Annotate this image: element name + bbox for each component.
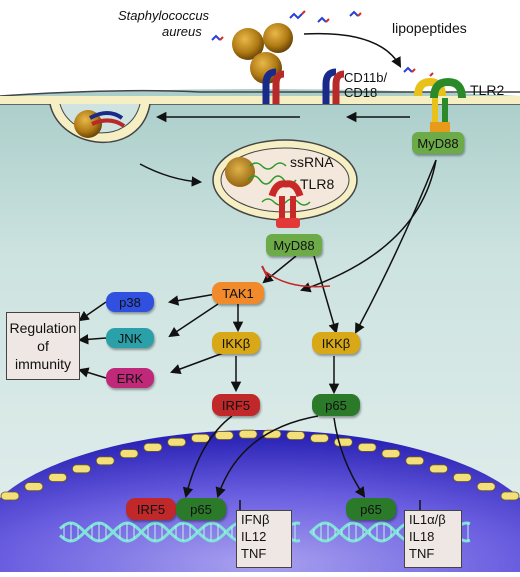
myd88-membrane-node: MyD88 [412, 132, 464, 154]
gene-tnf-right: TNF [409, 546, 435, 561]
nuclear-pore [310, 433, 329, 443]
lipopeptides-label: lipopeptides [392, 20, 467, 36]
tlr2-receptor [414, 77, 466, 132]
nuclear-pore [262, 429, 282, 439]
nuclear-pore [214, 431, 234, 440]
bacterium-icon [232, 23, 293, 84]
jnk-node: JNK [106, 328, 154, 348]
nuclear-pore [357, 442, 377, 452]
gene-il1ab: IL1α/β [409, 512, 446, 527]
nuclear-pore [0, 491, 20, 501]
nuclear-pore [286, 431, 306, 440]
irf5-node: IRF5 [212, 394, 260, 416]
tak1-node: TAK1 [212, 282, 264, 304]
tlr8-receptor [268, 180, 304, 228]
cd11b-cd18-receptor-2 [322, 68, 345, 104]
plasma-membrane [0, 89, 520, 97]
cd11b-cd18-receptor-1 [262, 68, 285, 104]
nuclear-pore [381, 449, 401, 459]
regulation-label-3: immunity [14, 356, 71, 372]
ikkb-left-node: IKKβ [212, 332, 260, 354]
nuclear-pore [238, 429, 258, 439]
regulation-label-2: of [37, 338, 49, 354]
gene-tnf-left: TNF [241, 546, 267, 561]
gene-ifnb: IFNβ [241, 512, 270, 527]
nuclear-pore [429, 464, 448, 474]
nuclear-pore [48, 473, 68, 482]
lipopeptides-icon [211, 10, 434, 77]
gene-box-right: IL1α/β IL18 TNF [404, 510, 462, 568]
ikkb-right-node: IKKβ [312, 332, 360, 354]
tlr2-label: TLR2 [470, 82, 505, 98]
endosome [212, 139, 358, 221]
endocytic-vesicle [49, 103, 151, 143]
nuclear-pore [95, 456, 115, 466]
arrows [77, 32, 437, 512]
gene-box-left: IFNβ IL12 TNF [236, 510, 292, 568]
inhibition-arrow [265, 271, 331, 288]
cd18-label: CD18 [344, 85, 378, 100]
p65-node: p65 [312, 394, 360, 416]
p65-nuclear-right-node: p65 [346, 498, 396, 520]
nuclear-pore [167, 437, 187, 447]
nuclear-pore [476, 482, 496, 492]
nuclear-pore [24, 482, 44, 492]
tlr8-label: TLR8 [300, 176, 335, 192]
irf5-nuclear-node: IRF5 [126, 498, 176, 520]
nuclear-pore [72, 464, 91, 474]
myd88-endosome-node: MyD88 [266, 234, 322, 256]
p65-nuclear-left-node: p65 [176, 498, 226, 520]
regulation-of-immunity-box: Regulation of immunity [6, 312, 80, 380]
gene-il12: IL12 [241, 529, 267, 544]
nuclear-pore [119, 449, 139, 459]
nuclear-envelope-pores [0, 429, 520, 501]
bacterium-label-2: aureus [162, 24, 202, 39]
cd11b-label: CD11b/ [344, 70, 388, 85]
p38-node: p38 [106, 292, 154, 312]
nuclear-pore [191, 433, 210, 443]
nuclear-pore [333, 437, 353, 447]
regulation-label-1: Regulation [9, 320, 77, 336]
nuclear-pore [405, 456, 425, 466]
bacterium-label-1: Staphylococcus [118, 8, 210, 23]
erk-node: ERK [106, 368, 154, 388]
nuclear-pore [452, 473, 472, 482]
gene-il18: IL18 [409, 529, 435, 544]
ssrna-label: ssRNA [290, 154, 334, 170]
nuclear-pore [143, 442, 163, 452]
nuclear-pore [500, 491, 520, 501]
